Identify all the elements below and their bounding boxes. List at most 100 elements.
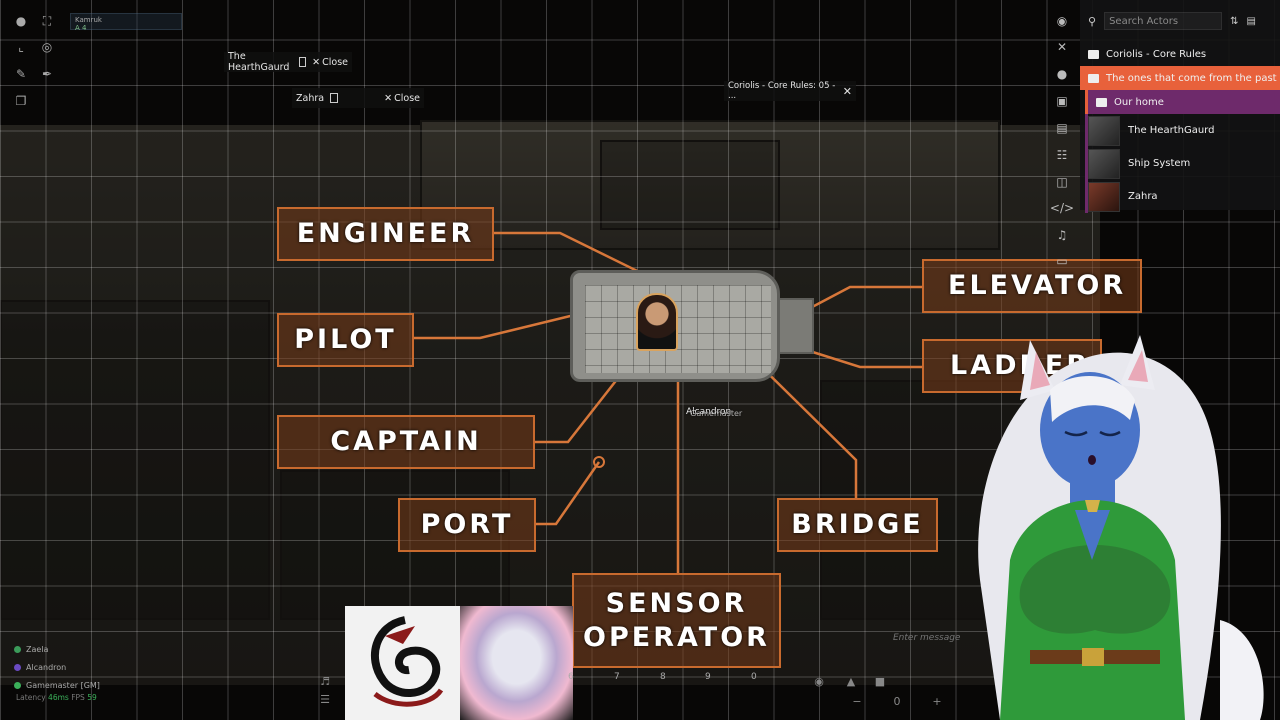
popout-journal[interactable]: Coriolis - Core Rules: 05 - ... ✕ — [724, 81, 856, 101]
label-engineer: ENGINEER — [277, 207, 494, 261]
draw-icon[interactable]: ✎ — [15, 67, 27, 81]
actor-thumbnail — [1088, 115, 1120, 146]
label-sensor-line2: OPERATOR — [583, 621, 770, 653]
popout-zahra[interactable]: Zahra ✕Close — [292, 88, 424, 108]
hotbar-slot-0[interactable]: 0 — [751, 672, 757, 682]
actor-search-row: ⚲ ⇅ ▤ — [1080, 0, 1280, 42]
lock-icon[interactable]: ◉ — [814, 674, 824, 688]
document-icon — [330, 93, 339, 103]
hotbar-slot-9[interactable]: 9 — [705, 672, 711, 682]
search-icon: ⚲ — [1088, 14, 1097, 28]
actor-name: Ship System — [1128, 158, 1191, 169]
folder-from-the-past[interactable]: The ones that come from the past — [1080, 66, 1280, 90]
zoom-value: 0 — [890, 694, 904, 708]
connector-pilot — [413, 306, 604, 340]
player-entry: Gamemaster [GM] — [14, 676, 100, 694]
zoom-in-icon[interactable]: + — [932, 694, 942, 708]
player-stats: A 4 — [75, 24, 87, 32]
actor-thumbnail — [1088, 148, 1120, 179]
hotbar-slot-6[interactable]: 6 — [568, 672, 574, 682]
popout-title: Coriolis - Core Rules: 05 - ... — [728, 81, 836, 101]
label-captain: CAPTAIN — [277, 415, 535, 469]
connector-port — [535, 461, 601, 526]
label-pilot-text: PILOT — [294, 324, 397, 355]
ship-wall-panel — [0, 300, 270, 620]
hotbar-slot-7[interactable]: 7 — [614, 672, 620, 682]
popout-title: The HearthGaurd — [228, 51, 290, 73]
tables-icon[interactable]: ☷ — [1056, 148, 1068, 162]
token-name: Alcandron — [686, 407, 732, 417]
stream-character-art — [460, 606, 573, 720]
actor-name: Zahra — [1128, 191, 1158, 202]
actor-thumbnail — [1088, 181, 1120, 212]
stream-logo — [345, 606, 460, 720]
measure-icon[interactable]: ⌞ — [18, 40, 24, 54]
actors-sidebar: ⚲ ⇅ ▤ Coriolis - Core Rules The ones tha… — [1080, 0, 1280, 213]
volume-icon[interactable]: ♬ — [320, 674, 330, 688]
cards-icon[interactable]: ◫ — [1056, 175, 1068, 189]
player-status-box: Kamruk A 4 — [70, 13, 182, 32]
actor-ship-system[interactable]: Ship System — [1085, 147, 1280, 180]
ship-airlock — [778, 298, 814, 354]
connector-node — [593, 456, 605, 468]
sort-icon[interactable]: ⇅ — [1230, 15, 1239, 27]
actor-hearthgaurd[interactable]: The HearthGaurd — [1085, 114, 1280, 147]
connector-ladder — [799, 346, 922, 369]
popout-hearthgaurd[interactable]: The HearthGaurd ✕Close — [224, 51, 352, 73]
players-list: Zaela Alcandron Gamemaster [GM] — [14, 640, 100, 694]
player-entry: Zaela — [14, 640, 100, 658]
combat-icon[interactable]: ✕ — [1056, 40, 1068, 54]
zoom-out-icon[interactable]: − — [852, 694, 862, 708]
label-engineer-text: ENGINEER — [296, 218, 475, 249]
search-actors-input[interactable] — [1104, 12, 1223, 30]
actor-zahra[interactable]: Zahra — [1085, 180, 1280, 213]
journal-icon[interactable]: ▤ — [1056, 121, 1068, 135]
compendium-icon[interactable]: ▭ — [1056, 254, 1068, 268]
folder-our-home[interactable]: Our home — [1085, 90, 1280, 114]
connector-elevator — [796, 285, 922, 317]
bookmark-icon[interactable]: ❐ — [15, 94, 27, 108]
label-elevator-text: ELEVATOR — [948, 270, 1127, 301]
roll-icon[interactable]: ▲ — [846, 674, 856, 688]
folder-open-icon — [1088, 73, 1099, 83]
label-port-text: PORT — [420, 509, 514, 540]
label-pilot: PILOT — [277, 313, 414, 367]
actors-icon[interactable]: ● — [1056, 67, 1068, 81]
label-sensor-line1: SENSOR — [605, 587, 748, 619]
fullscreen-icon[interactable]: ⛶ — [42, 13, 52, 28]
hotbar-menu-icon[interactable]: ☰ — [320, 692, 330, 706]
folder-core-rules[interactable]: Coriolis - Core Rules — [1080, 42, 1280, 66]
player-entry: Alcandron — [14, 658, 100, 676]
folder-icon — [1088, 49, 1099, 59]
popout-close-button[interactable]: ✕Close — [312, 56, 348, 68]
playlists-icon[interactable]: ♫ — [1056, 228, 1068, 242]
character-token-portrait[interactable] — [636, 293, 678, 351]
actor-name: The HearthGaurd — [1128, 125, 1215, 136]
zoom-value-text: 0 — [893, 694, 901, 708]
label-bridge: BRIDGE — [777, 498, 938, 552]
popout-close-button[interactable]: ✕ — [842, 84, 852, 98]
player-name: Alcandron — [26, 662, 67, 672]
chat-icon[interactable]: ◉ — [1056, 14, 1068, 28]
collapse-folders-icon[interactable]: ▤ — [1246, 15, 1256, 27]
token-nameplate: Alcandron Gamemaster — [686, 407, 742, 418]
player-name: Zaela — [26, 644, 49, 654]
popout-close-button[interactable]: ✕Close — [384, 92, 420, 104]
chat-message-input[interactable] — [893, 628, 1003, 648]
items-icon[interactable]: ▣ — [1056, 94, 1068, 108]
player-name: Kamruk — [75, 16, 102, 24]
close-label: Close — [394, 92, 420, 104]
erase-icon[interactable]: ✒ — [41, 67, 53, 81]
target-icon[interactable]: ◎ — [41, 40, 53, 54]
label-captain-text: CAPTAIN — [330, 426, 482, 457]
performance-stats: Latency 46ms FPS 59 — [16, 693, 97, 702]
player-color-dot — [14, 645, 21, 653]
hotbar-slot-8[interactable]: 8 — [660, 672, 666, 682]
square-icon[interactable]: ■ — [874, 674, 886, 688]
token-controls-icon[interactable]: ● — [15, 14, 27, 28]
vtuber-avatar — [978, 335, 1264, 720]
macros-icon[interactable]: </> — [1049, 201, 1075, 215]
ship-deck-tile[interactable] — [570, 270, 814, 382]
folder-open-icon — [1096, 97, 1107, 107]
label-elevator: ELEVATOR — [922, 259, 1142, 313]
